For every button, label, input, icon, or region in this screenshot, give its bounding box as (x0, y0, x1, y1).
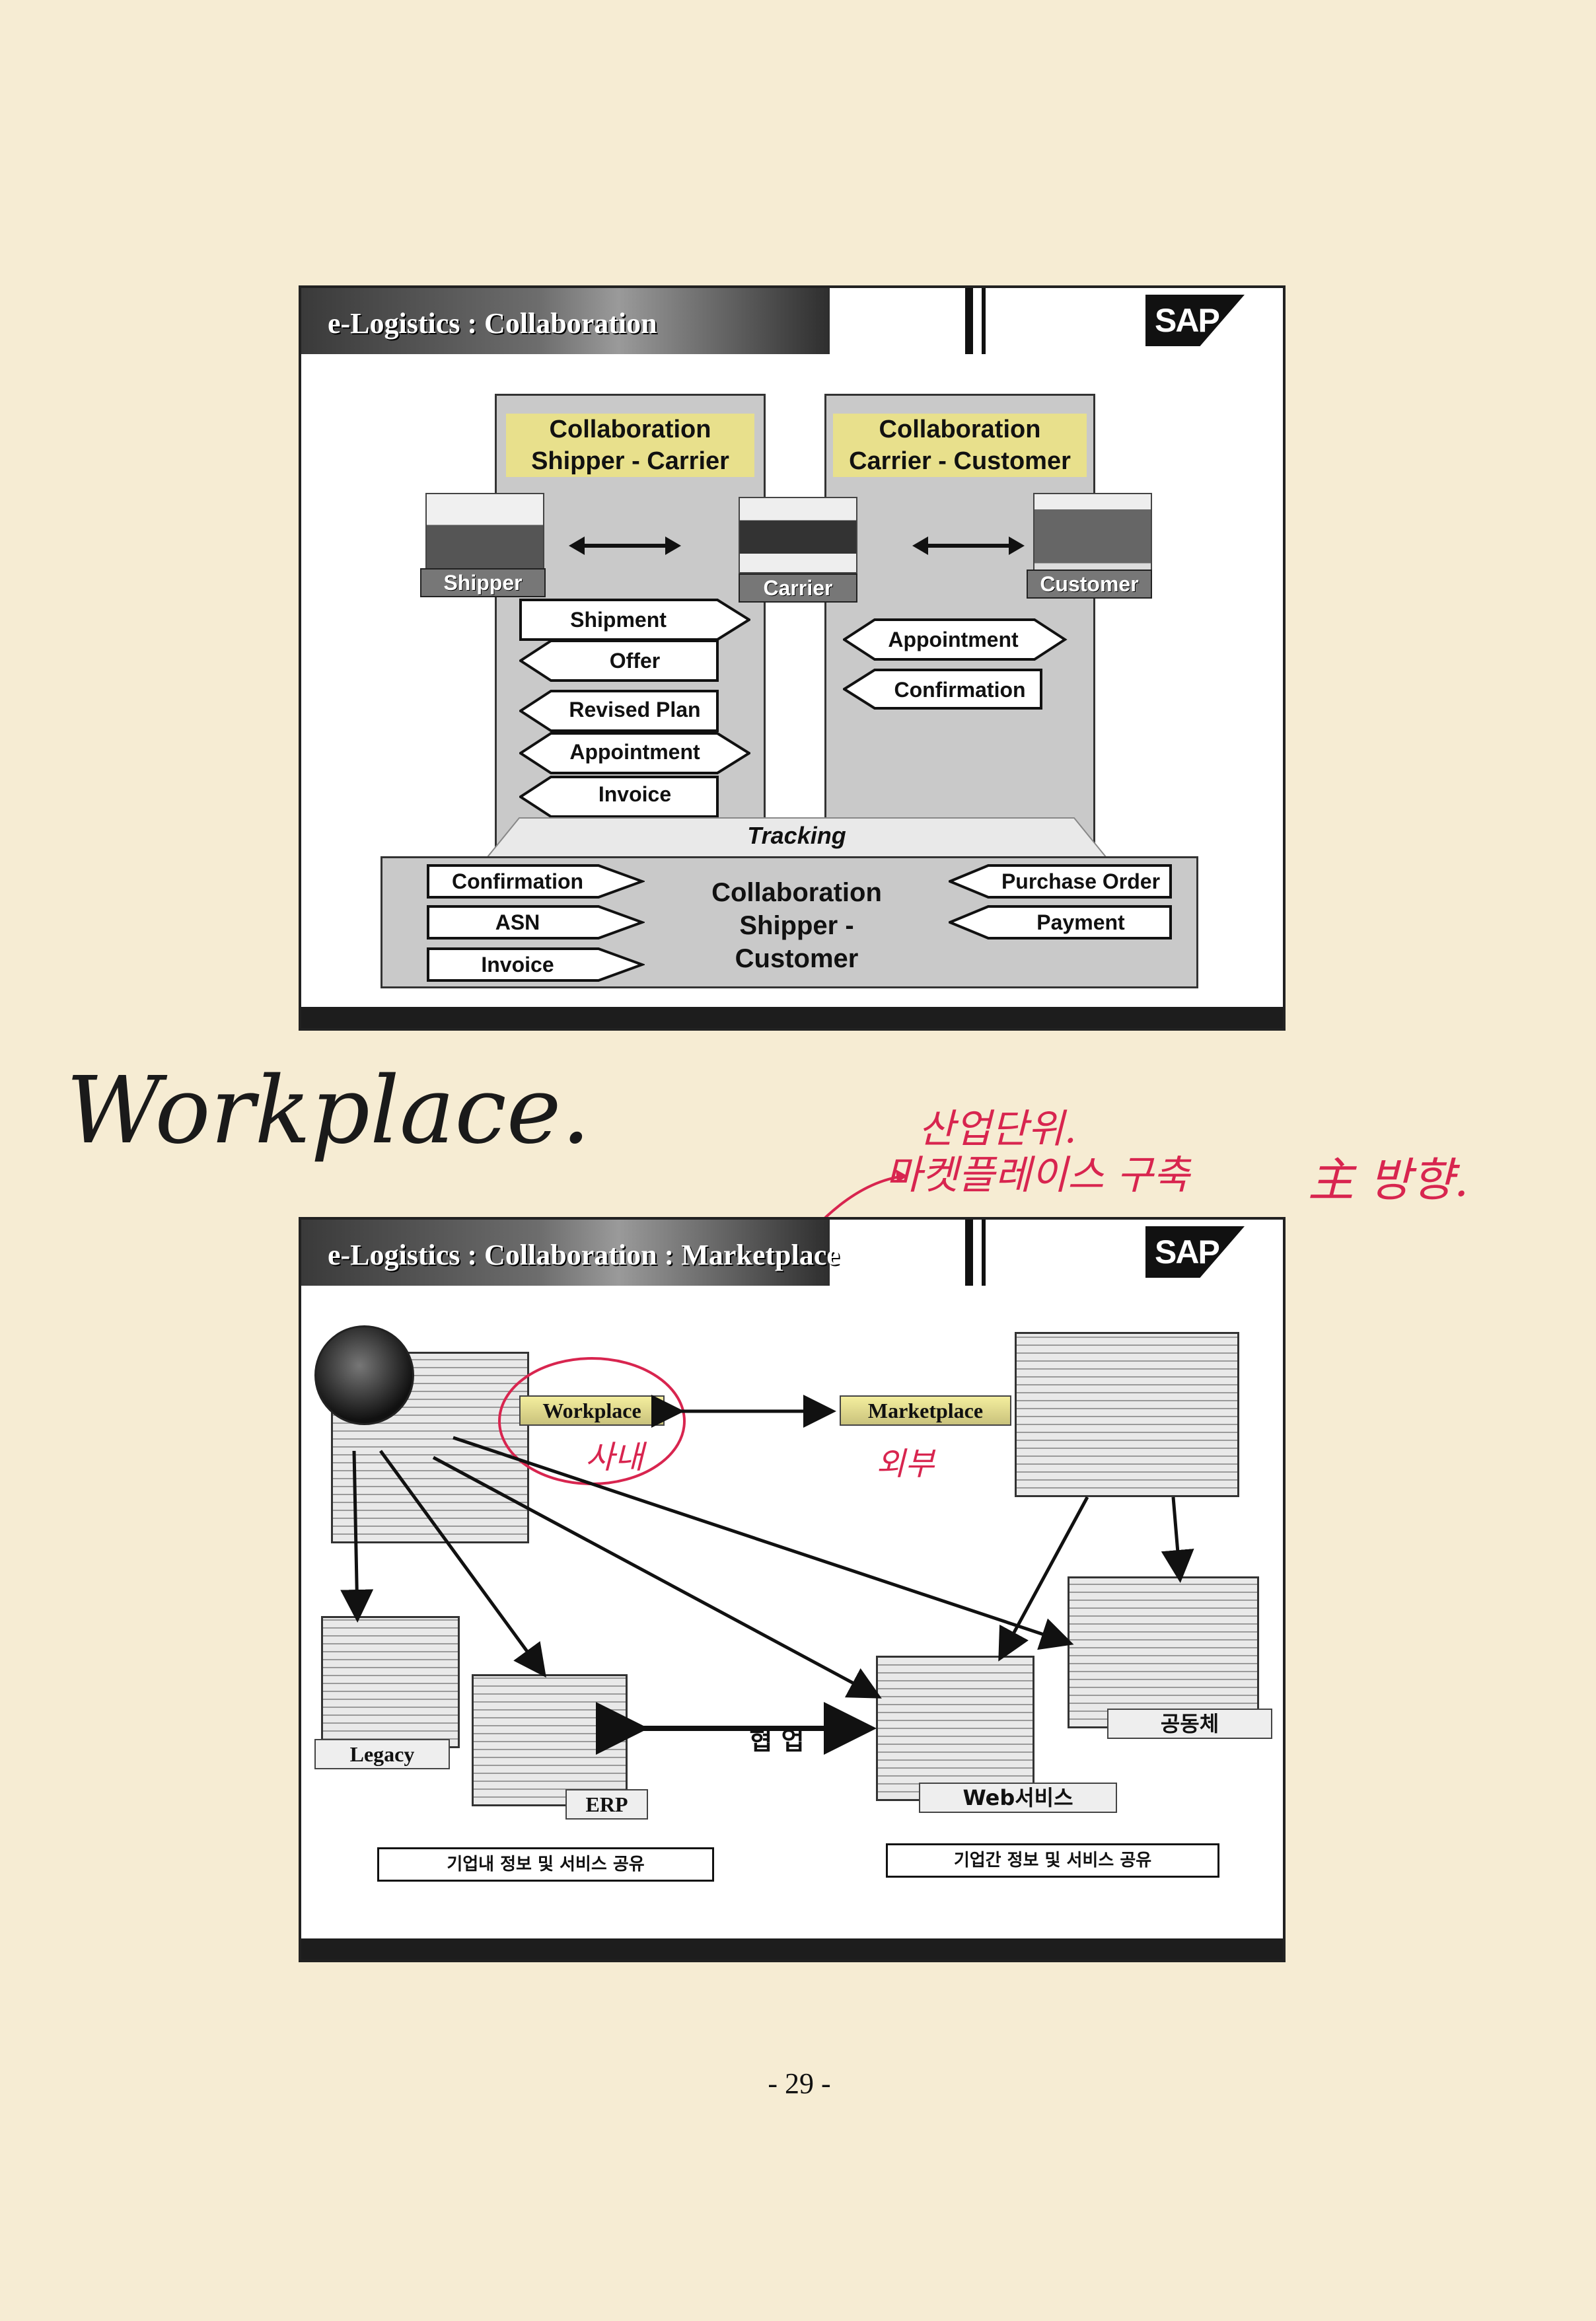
community-tag: 공동체 (1107, 1709, 1272, 1739)
building-icon (1033, 493, 1152, 572)
sap-logo: SAP (1145, 295, 1245, 346)
handwritten-korean-top: 산업단위. (918, 1106, 1077, 1152)
msg-payment: Payment (1036, 910, 1125, 934)
msg-confirmation-bottom: Confirmation (451, 869, 584, 893)
panel-carrier-customer-title: Collaboration Carrier - Customer (833, 414, 1087, 477)
slide-title: e-Logistics : Collaboration (328, 307, 657, 340)
slide-bottom-bar (301, 1938, 1283, 1960)
legacy-tag: Legacy (314, 1739, 450, 1769)
message-arrows-left-panel (519, 599, 750, 818)
web-service-tag: Web서비스 (919, 1783, 1117, 1813)
handwritten-korean-mid: 마켓플레이스 구축 (885, 1152, 1190, 1198)
slide-marketplace: e-Logistics : Collaboration : Marketplac… (299, 1217, 1286, 1962)
slide-collaboration: e-Logistics : Collaboration SAP Collabor… (299, 285, 1286, 1031)
slide-title-bar (301, 1220, 830, 1286)
msg-confirmation-right: Confirmation (894, 678, 1026, 702)
user-avatar (314, 1325, 414, 1425)
handwritten-korean-right: 主 방향. (1308, 1153, 1469, 1207)
handwritten-market-note: 외부 (876, 1446, 935, 1483)
community-screenshot (1068, 1576, 1259, 1728)
page-number: - 29 - (768, 2067, 831, 2100)
msg-purchase-order: Purchase Order (1001, 869, 1161, 893)
title-divider (965, 1220, 973, 1286)
shipper-label: Shipper (420, 568, 546, 597)
right-caption: 기업간 정보 및 서비스 공유 (886, 1843, 1219, 1878)
msg-invoice-bottom: Invoice (481, 953, 554, 976)
marketplace-screenshot (1015, 1332, 1239, 1497)
truck-icon (739, 497, 857, 573)
double-arrow-icon (912, 536, 1025, 555)
customer-label: Customer (1027, 570, 1152, 599)
panel-shipper-carrier-title: Collaboration Shipper - Carrier (506, 414, 754, 477)
double-arrow-icon (569, 536, 681, 555)
msg-appointment-right: Appointment (888, 628, 1019, 651)
msg-shipment: Shipment (570, 608, 667, 632)
slide-bottom-bar (301, 1007, 1283, 1028)
title-divider (982, 288, 986, 354)
bottom-left-arrows (427, 864, 645, 982)
handwritten-circle-note: 사내 (585, 1439, 644, 1476)
shipper-customer-title: Collaboration Shipper - Customer (711, 878, 882, 973)
slide-title-bar (301, 288, 830, 354)
title-divider (982, 1220, 986, 1286)
tracking-label: Tracking (747, 822, 846, 849)
title-divider (965, 288, 973, 354)
message-arrows-right-panel (843, 618, 1068, 710)
factory-icon (425, 493, 544, 572)
marketplace-tag: Marketplace (840, 1395, 1011, 1426)
workplace-tag: Workplace (519, 1395, 665, 1426)
msg-asn: ASN (495, 910, 540, 934)
msg-invoice: Invoice (598, 782, 672, 806)
handwritten-workplace: Workplace. (66, 1057, 591, 1165)
web-service-screenshot (876, 1656, 1034, 1801)
left-caption: 기업내 정보 및 서비스 공유 (377, 1847, 714, 1882)
carrier-label: Carrier (739, 573, 857, 603)
connection-arrows (340, 1395, 1194, 1755)
msg-revised-plan: Revised Plan (569, 698, 701, 721)
msg-offer: Offer (609, 649, 661, 673)
msg-appointment: Appointment (569, 740, 700, 764)
slide-title: e-Logistics : Collaboration : Marketplac… (328, 1239, 840, 1271)
bottom-right-arrows (949, 864, 1172, 939)
erp-tag: ERP (565, 1789, 648, 1820)
